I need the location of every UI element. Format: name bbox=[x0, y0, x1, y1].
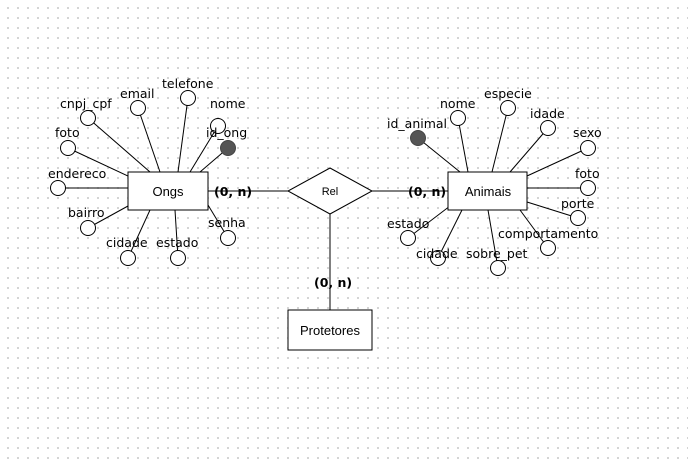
attr-ongs-senha-label: senha bbox=[208, 215, 246, 230]
attr-ongs-cnpj-cpf-label: cnpj_cpf bbox=[60, 96, 112, 111]
entity-protetores-box[interactable] bbox=[287, 309, 373, 351]
attr-ongs-cidade-circle[interactable] bbox=[120, 250, 136, 266]
attr-animais-comportamento-circle[interactable] bbox=[540, 240, 556, 256]
attr-ongs-bairro-label: bairro bbox=[68, 205, 105, 220]
entity-ongs-label: Ongs bbox=[152, 184, 184, 199]
attr-animais-especie-circle[interactable] bbox=[500, 100, 516, 116]
attr-animais-idade-label: idade bbox=[530, 106, 565, 121]
entity-animais-box[interactable] bbox=[447, 171, 528, 211]
attr-ongs-endereco-label: endereco bbox=[48, 166, 106, 181]
connector-ongs-foto bbox=[67, 147, 129, 177]
entity-ongs-box[interactable] bbox=[127, 171, 209, 211]
connector-ongs-cidade bbox=[127, 209, 151, 259]
connector-ongs-nome bbox=[189, 125, 219, 173]
connector-animais-porte bbox=[526, 201, 579, 219]
connector-ongs-email bbox=[137, 107, 161, 173]
connector-animais-id-animal bbox=[417, 137, 461, 173]
cardinality-rel-protetores: (0, n) bbox=[314, 275, 352, 290]
connector-ongs-estado bbox=[174, 209, 179, 259]
attr-animais-comportamento-label: comportamento bbox=[498, 226, 598, 241]
connector-ongs-telefone bbox=[177, 97, 189, 173]
attr-animais-sobre-pet-circle[interactable] bbox=[490, 260, 506, 276]
attr-animais-sexo-circle[interactable] bbox=[580, 140, 596, 156]
connector-animais-estado bbox=[407, 205, 451, 239]
attr-animais-id-animal-key-circle[interactable] bbox=[410, 130, 426, 146]
entity-protetores-label: Protetores bbox=[300, 323, 360, 338]
attr-animais-especie-label: especie bbox=[484, 86, 532, 101]
attr-animais-estado-label: estado bbox=[387, 216, 429, 231]
connector-animais-sobre-pet bbox=[487, 209, 499, 269]
connector-animais-sexo bbox=[526, 147, 589, 177]
connector-animais-nome bbox=[457, 117, 469, 173]
attr-ongs-nome-circle[interactable] bbox=[210, 118, 226, 134]
attr-animais-sobre-pet-label: sobre_pet bbox=[466, 246, 528, 261]
attr-ongs-email-label: email bbox=[120, 86, 154, 101]
attr-ongs-telefone-label: telefone bbox=[162, 76, 214, 91]
connector-animais-idade bbox=[509, 127, 549, 173]
attr-animais-porte-label: porte bbox=[561, 196, 595, 211]
attr-ongs-id-ong-label: id_ong bbox=[206, 125, 247, 140]
attr-ongs-foto-label: foto bbox=[55, 125, 80, 140]
attr-animais-cidade-circle[interactable] bbox=[430, 250, 446, 266]
connector-animais-especie bbox=[491, 107, 509, 173]
attr-ongs-estado-circle[interactable] bbox=[170, 250, 186, 266]
attr-animais-foto-label: foto bbox=[575, 166, 600, 181]
cardinality-rel-animais: (0, n) bbox=[408, 184, 446, 199]
attr-ongs-endereco-circle[interactable] bbox=[50, 180, 66, 196]
attr-ongs-cidade-label: cidade bbox=[106, 235, 148, 250]
attr-animais-nome-label: nome bbox=[440, 96, 476, 111]
entity-animais-label: Animais bbox=[465, 184, 512, 199]
connector-animais-cidade bbox=[437, 209, 463, 259]
attr-animais-sexo-label: sexo bbox=[573, 125, 602, 140]
attr-ongs-foto-circle[interactable] bbox=[60, 140, 76, 156]
attr-ongs-email-circle[interactable] bbox=[130, 100, 146, 116]
attr-ongs-id-ong-key-circle[interactable] bbox=[220, 140, 236, 156]
attr-ongs-nome-label: nome bbox=[210, 96, 246, 111]
attr-ongs-telefone-circle[interactable] bbox=[180, 90, 196, 106]
attr-animais-nome-circle[interactable] bbox=[450, 110, 466, 126]
relationship-rel-label: Rel bbox=[322, 186, 339, 198]
attr-animais-idade-circle[interactable] bbox=[540, 120, 556, 136]
attr-animais-porte-circle[interactable] bbox=[570, 210, 586, 226]
attr-ongs-cnpj-cpf-circle[interactable] bbox=[80, 110, 96, 126]
attr-ongs-senha-circle[interactable] bbox=[220, 230, 236, 246]
attr-animais-cidade-label: cidade bbox=[416, 246, 458, 261]
attr-ongs-bairro-circle[interactable] bbox=[80, 220, 96, 236]
relationship-rel-diamond[interactable] bbox=[286, 167, 374, 215]
attr-animais-id-animal-label: id_animal bbox=[387, 116, 447, 131]
connector-ongs-cnpj-cpf bbox=[87, 117, 151, 173]
attr-animais-foto-circle[interactable] bbox=[580, 180, 596, 196]
attr-animais-estado-circle[interactable] bbox=[400, 230, 416, 246]
cardinality-ongs-rel: (0, n) bbox=[214, 184, 252, 199]
attr-ongs-estado-label: estado bbox=[156, 235, 198, 250]
